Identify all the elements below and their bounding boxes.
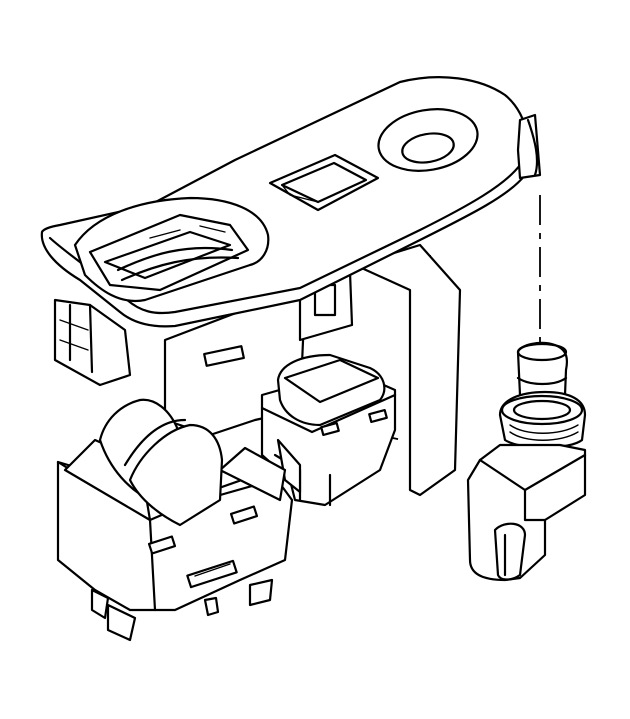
window-switch-pin-4 [203, 596, 220, 617]
lamp-socket [466, 341, 587, 582]
lamp-socket-rim [500, 394, 584, 426]
lock-opening-depth [281, 184, 319, 203]
lock-switch-terminal-2 [368, 408, 388, 424]
window-switch-pin-1 [90, 588, 110, 620]
bracket-plate-right [353, 243, 462, 497]
window-switch-terminal-2 [229, 505, 259, 525]
rocker-shadow-1 [149, 225, 226, 239]
rocker-paddle-front [128, 423, 224, 527]
bracket-slot-left [203, 345, 245, 367]
bezel-clip-right-hook [526, 118, 539, 177]
lamp-bulb-band [516, 376, 568, 386]
window-switch-pin-2 [106, 603, 137, 642]
bezel-clip-left-edge [68, 303, 94, 374]
lamp-socket-ribs [509, 424, 579, 441]
rocker-ridge-1 [116, 246, 234, 272]
bezel-clip-left-hatch [59, 319, 89, 351]
lock-switch-button-top [283, 358, 380, 404]
lock-switch-foot-left [276, 438, 302, 494]
bezel-lock-switch-opening [268, 153, 380, 212]
lamp-socket-rim-inner [512, 399, 572, 421]
window-switch-slot [186, 559, 238, 589]
window-switch-pin-3 [248, 578, 274, 607]
rocker-paddle-groove [123, 418, 187, 467]
window-switch-side-wall-right [218, 446, 287, 502]
lock-switch-terminal-1 [320, 421, 340, 437]
lamp-socket-body-vertical [523, 488, 547, 522]
window-switch-terminal-1 [147, 535, 177, 555]
window-switch-slot-detail [194, 563, 231, 577]
window-switch-front-edge [148, 518, 157, 612]
lock-switch [260, 353, 397, 507]
bezel-window-switch-opening [73, 196, 270, 303]
lock-opening-inner [280, 161, 368, 204]
bezel-lamp-hole [377, 108, 479, 172]
rocker-ridge-2 [120, 256, 240, 282]
bezel-clip-right [516, 113, 542, 180]
window-switch [56, 398, 294, 642]
rocker-visible-top [103, 230, 232, 280]
lamp-bulb-top [516, 342, 568, 362]
lock-switch-front [260, 393, 397, 434]
lamp-hole-inner [401, 132, 455, 164]
lamp-socket-connector [493, 522, 527, 581]
